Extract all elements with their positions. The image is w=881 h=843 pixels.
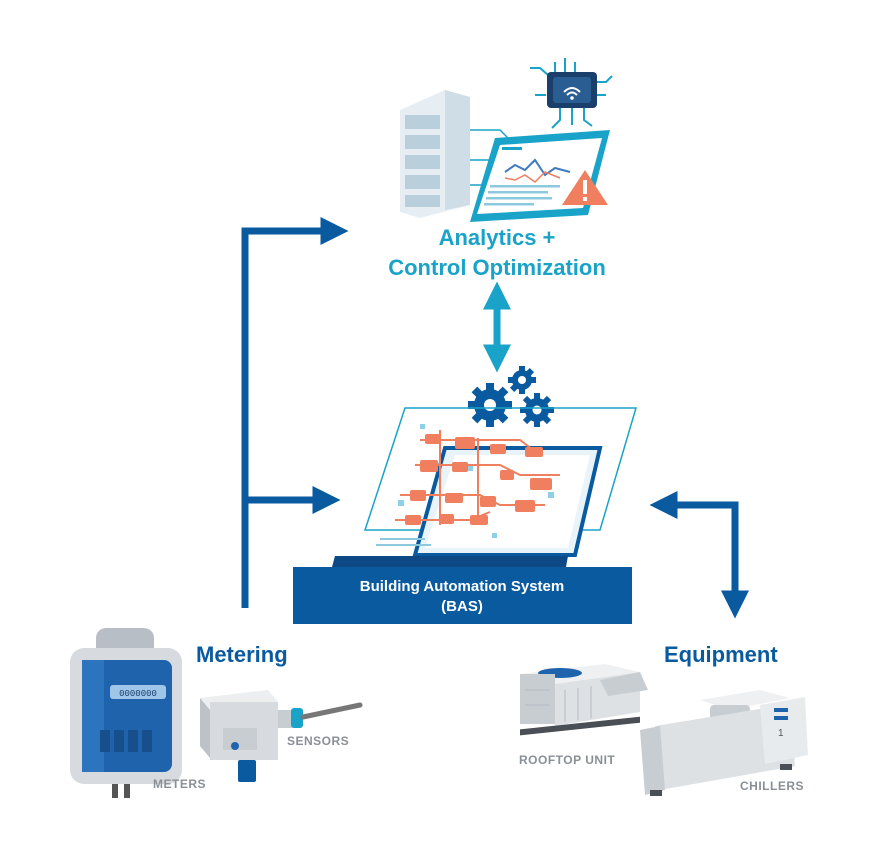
- bas-title-line2: (BAS): [441, 598, 483, 615]
- meter-display: 0000000: [119, 689, 157, 699]
- analytics-illustration: [400, 58, 613, 222]
- analytics-title-line2: Control Optimization: [388, 255, 606, 280]
- metering-title: Metering: [196, 642, 288, 667]
- server-rack-icon: [400, 90, 511, 218]
- circuit-board-icon: [363, 407, 638, 557]
- chillers-label: CHILLERS: [740, 779, 804, 793]
- rooftop-unit-label: ROOFTOP UNIT: [519, 753, 615, 767]
- rooftop-unit-icon: [520, 664, 648, 736]
- bas-equipment-bidirectional-arrow: [649, 491, 749, 619]
- gears-icon: [468, 366, 554, 427]
- warning-icon: [562, 170, 608, 205]
- equipment-title: Equipment: [664, 642, 778, 667]
- metering-to-analytics-arrow: [241, 217, 349, 608]
- meter-icon: 0000000: [70, 628, 182, 798]
- meters-label: METERS: [153, 777, 206, 791]
- bas-platform: [293, 567, 632, 624]
- sensors-label: SENSORS: [287, 734, 349, 748]
- chiller-number: 1: [778, 728, 784, 739]
- chip-icon: [530, 58, 613, 129]
- bas-title-line1: Building Automation System: [360, 578, 564, 595]
- chiller-icon: 1: [640, 690, 808, 796]
- sensor-icon: [200, 690, 363, 782]
- dashboard-screen-icon: [470, 130, 610, 222]
- connectors: [241, 217, 749, 619]
- analytics-title-line1: Analytics +: [439, 225, 556, 250]
